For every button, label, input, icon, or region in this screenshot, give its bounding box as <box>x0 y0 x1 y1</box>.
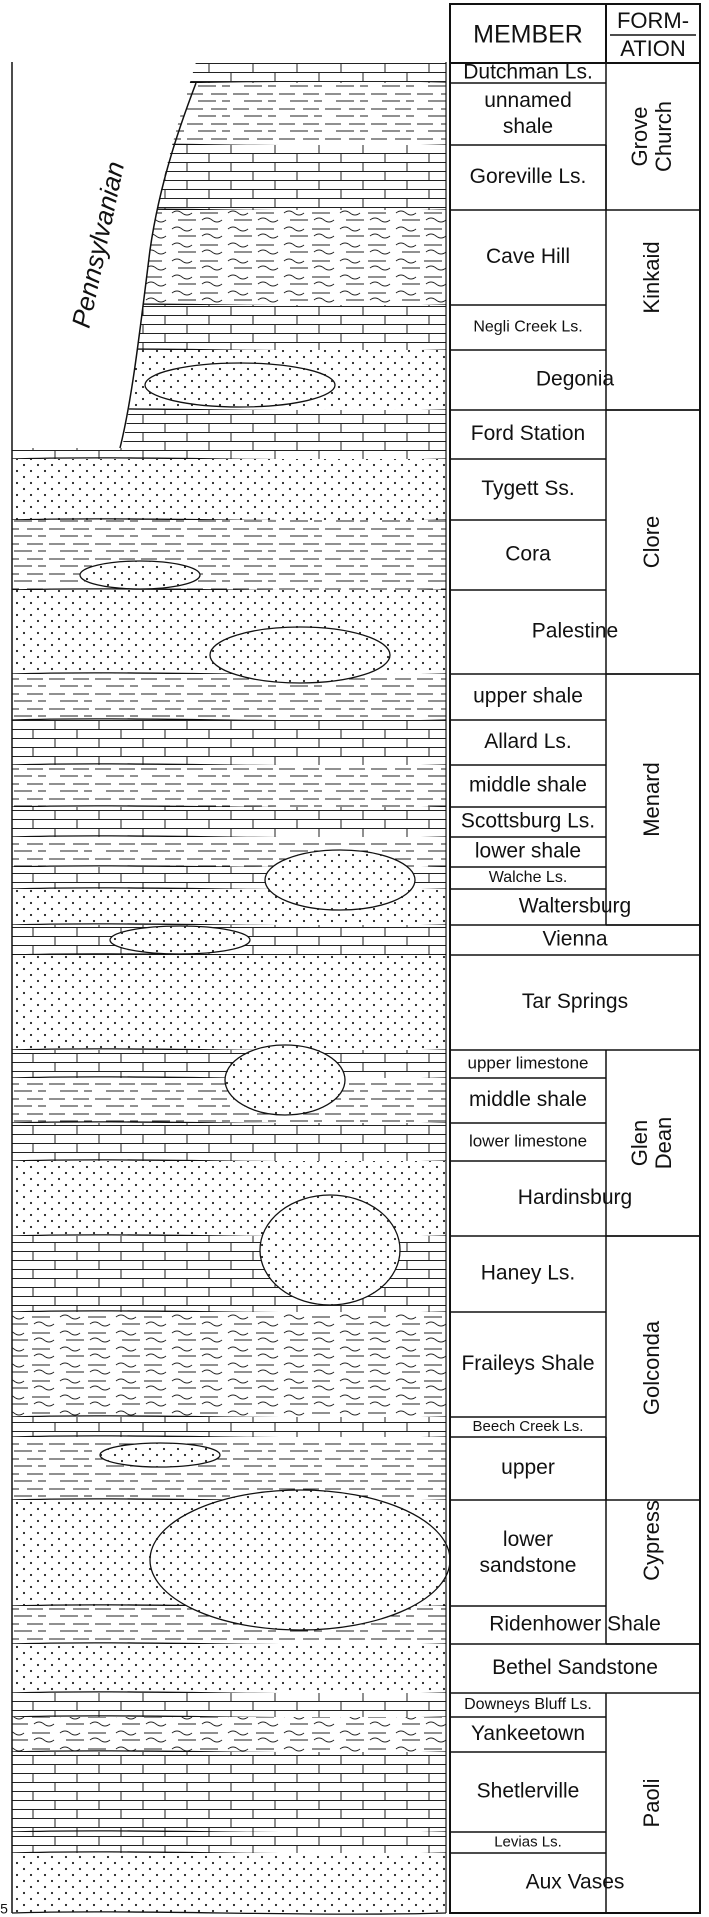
member-label: Vienna <box>542 928 607 951</box>
member-label: Palestine <box>532 620 618 643</box>
member-label: Ridenhower Shale <box>489 1613 661 1636</box>
sandstone-lens <box>145 363 335 407</box>
sandstone-lens <box>225 1045 345 1115</box>
member-label: Cora <box>505 543 551 566</box>
formation-label: Clore <box>639 516 664 569</box>
member-label: lower limestone <box>469 1131 587 1150</box>
member-label: middle shale <box>469 774 587 797</box>
member-label: upper <box>501 1456 555 1479</box>
lithology-band <box>12 1752 446 1832</box>
lithology-band <box>12 1417 446 1437</box>
lithology-band <box>12 1644 446 1693</box>
member-label: Shetlerville <box>477 1780 580 1803</box>
formation-header-line1: FORM- <box>617 8 689 33</box>
lithology-band <box>12 765 446 807</box>
member-label: Scottsburg Ls. <box>461 810 595 833</box>
member-label: Negli Creek Ls. <box>473 319 582 336</box>
sandstone-lens <box>150 1490 450 1630</box>
lithology-band <box>12 520 446 590</box>
member-label: Degonia <box>536 368 615 391</box>
member-label: Levias Ls. <box>494 1833 562 1850</box>
member-label: lower shale <box>475 840 581 863</box>
sandstone-lens <box>100 1443 220 1467</box>
member-label: Allard Ls. <box>484 730 572 753</box>
formation-header-line2: ATION <box>620 36 686 61</box>
lithology-band <box>12 1437 446 1500</box>
member-label: upper shale <box>473 685 583 708</box>
lithology-band <box>12 674 446 720</box>
lithology-band <box>12 1832 446 1853</box>
sandstone-lens <box>210 627 390 683</box>
member-label: Goreville Ls. <box>470 165 587 188</box>
member-label: upper limestone <box>468 1053 589 1072</box>
lithology-band <box>12 1853 446 1913</box>
formation-label: Golconda <box>639 1320 664 1415</box>
formation-label: Menard <box>639 762 664 837</box>
member-label: Hardinsburg <box>518 1186 632 1209</box>
member-label: Waltersburg <box>519 895 631 918</box>
lithology-column: Pennsylvanian5 <box>0 62 450 1917</box>
sandstone-lens <box>80 561 200 589</box>
lithology-band <box>12 807 446 837</box>
lithology-band <box>12 459 446 520</box>
formation-label: Paoli <box>639 1779 664 1828</box>
sandstone-lens <box>265 850 415 910</box>
formation-label: GlenDean <box>627 1117 676 1170</box>
formation-label: Cypress <box>639 1500 664 1581</box>
member-label: Ford Station <box>471 422 585 445</box>
sandstone-lens <box>260 1195 400 1305</box>
member-label: Beech Creek Ls. <box>473 1418 584 1435</box>
lithology-band <box>12 1717 446 1752</box>
formation-label: Kinkaid <box>639 241 664 313</box>
member-label: Downeys Bluff Ls. <box>464 1696 592 1713</box>
member-label: Tar Springs <box>522 990 628 1013</box>
member-label: lowersandstone <box>480 1527 577 1576</box>
member-label: Dutchman Ls. <box>463 61 593 84</box>
member-label: Walche Ls. <box>489 869 568 886</box>
lithology-band <box>12 720 446 765</box>
member-label: Tygett Ss. <box>481 477 574 500</box>
member-header: MEMBER <box>473 21 583 49</box>
lithology-band <box>12 1312 446 1417</box>
lithology-band <box>12 1693 446 1717</box>
member-label: Bethel Sandstone <box>492 1656 658 1679</box>
member-label: Yankeetown <box>471 1722 585 1745</box>
member-label: unnamedshale <box>484 88 572 137</box>
corner-mark: 5 <box>0 1901 8 1917</box>
member-label: Fraileys Shale <box>461 1352 594 1375</box>
member-label: Cave Hill <box>486 245 570 268</box>
member-label: Aux Vases <box>526 1871 625 1894</box>
lithology-band <box>12 955 446 1050</box>
member-label: Haney Ls. <box>481 1262 576 1285</box>
member-label: middle shale <box>469 1088 587 1111</box>
stratigraphic-table: MEMBER FORM- ATION Dutchman Ls. unnamedshale… <box>450 4 700 1913</box>
formation-label: GroveChurch <box>627 101 676 172</box>
lithology-band <box>12 1123 446 1161</box>
sandstone-lens <box>110 926 250 954</box>
